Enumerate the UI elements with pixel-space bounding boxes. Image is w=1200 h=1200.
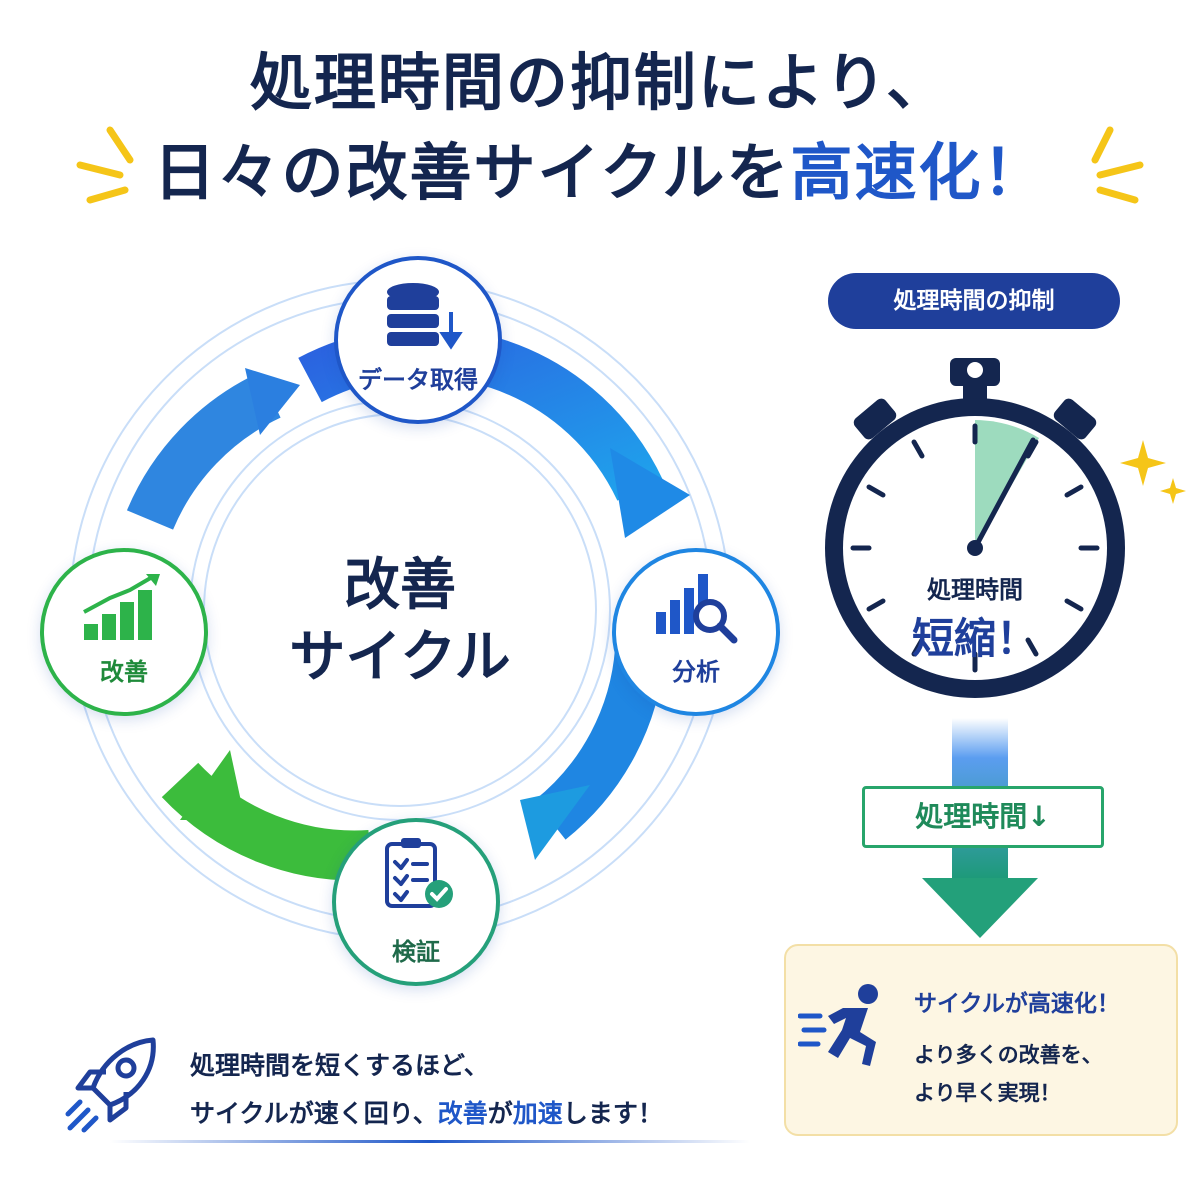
face-line1: 処理時間 — [927, 576, 1023, 604]
arrow-head-data — [245, 368, 300, 435]
growth-bars-icon — [83, 574, 160, 640]
footer-line2-b: が — [487, 1099, 513, 1128]
node-label-data: データ取得 — [358, 366, 478, 394]
arc-improve-to-data — [126, 372, 282, 531]
node-label-verify: 検証 — [392, 938, 440, 966]
footer-highlight-accelerate: 加速 — [512, 1099, 563, 1128]
footer-line1: 処理時間を短くするほど、 — [190, 1051, 489, 1080]
arrow-head-verify — [520, 785, 590, 860]
node-label-analysis: 分析 — [672, 658, 720, 686]
card-title: サイクルが高速化！ — [914, 991, 1120, 1017]
result-box-processing-time-down: 処理時間↓ — [862, 786, 1104, 848]
card-line1: より多くの改善を、 — [914, 1043, 1103, 1067]
arrow-head-analysis — [610, 448, 690, 538]
footer-line2-c: します！ — [562, 1099, 663, 1128]
face-line2: 短縮！ — [911, 614, 1038, 663]
cycle-center-title: 改善 サイクル — [250, 550, 550, 694]
node-data-acquisition: データ取得 — [334, 256, 502, 424]
chart-magnifier-icon — [656, 574, 738, 644]
stopwatch-icon — [825, 358, 1125, 698]
node-analysis: 分析 — [612, 548, 780, 716]
node-improve: 改善 — [40, 548, 208, 716]
headline-line2: 日々の改善サイクルを高速化！ — [0, 122, 1200, 212]
footer-line2-a: サイクルが速く回り、 — [190, 1099, 438, 1128]
headline-line2-prefix: 日々の改善サイクルを — [153, 136, 791, 209]
arrow-head-improve — [180, 750, 245, 820]
right-accent-strokes — [1091, 126, 1144, 204]
left-accent-strokes — [76, 126, 134, 204]
card-line2: より早く実現！ — [914, 1081, 1061, 1105]
center-line1: 改善 — [344, 553, 456, 618]
node-label-improve: 改善 — [100, 658, 148, 686]
center-line2: サイクル — [289, 625, 511, 690]
sparkle-icon — [1120, 440, 1186, 504]
database-download-icon — [387, 283, 463, 350]
headline-line1: 処理時間の抑制により、 — [249, 46, 951, 119]
card-body: より多くの改善を、 より早く実現！ — [914, 1036, 1103, 1112]
footer-line2: サイクルが速く回り、改善が加速します！ — [190, 1090, 663, 1138]
node-verify: 検証 — [332, 818, 500, 986]
pill-processing-time: 処理時間の抑制 — [828, 273, 1120, 329]
rocket-icon — [65, 1037, 156, 1133]
runner-icon — [798, 984, 878, 1066]
stopwatch-face-text: 処理時間 短縮！ — [855, 570, 1095, 666]
checklist-icon — [385, 838, 453, 908]
footer-highlight-improve: 改善 — [437, 1099, 488, 1128]
speedup-card: サイクルが高速化！ より多くの改善を、 より早く実現！ — [784, 944, 1178, 1136]
footer-text: 処理時間を短くするほど、 サイクルが速く回り、改善が加速します！ — [190, 1042, 663, 1138]
footer-divider — [110, 1140, 750, 1143]
headline-highlight: 高速化！ — [790, 136, 1047, 209]
